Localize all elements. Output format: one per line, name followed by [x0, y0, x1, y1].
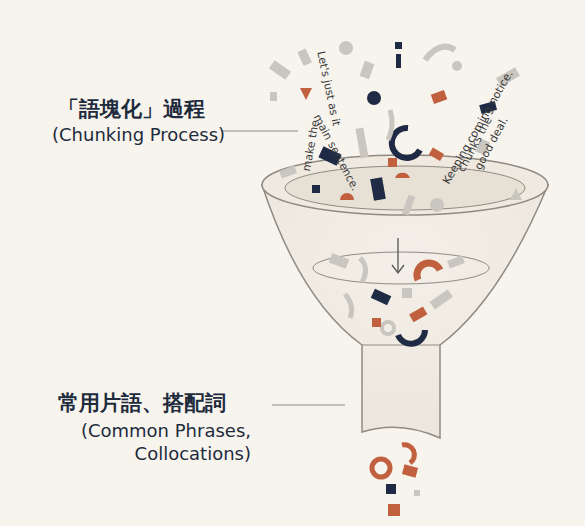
funnel: [262, 155, 548, 438]
stage-subtitle: (Chunking Process): [52, 124, 225, 147]
stage-heading: 常用片語、搭配詞: [58, 390, 226, 416]
stage-heading: 「語塊化」過程: [58, 96, 205, 122]
leader-line: [272, 405, 345, 406]
leader-line: [222, 131, 298, 132]
down-arrow: [392, 238, 404, 273]
word-pieces: [269, 41, 522, 516]
stage-subtitle: (Common Phrases, Collocations): [46, 420, 251, 465]
